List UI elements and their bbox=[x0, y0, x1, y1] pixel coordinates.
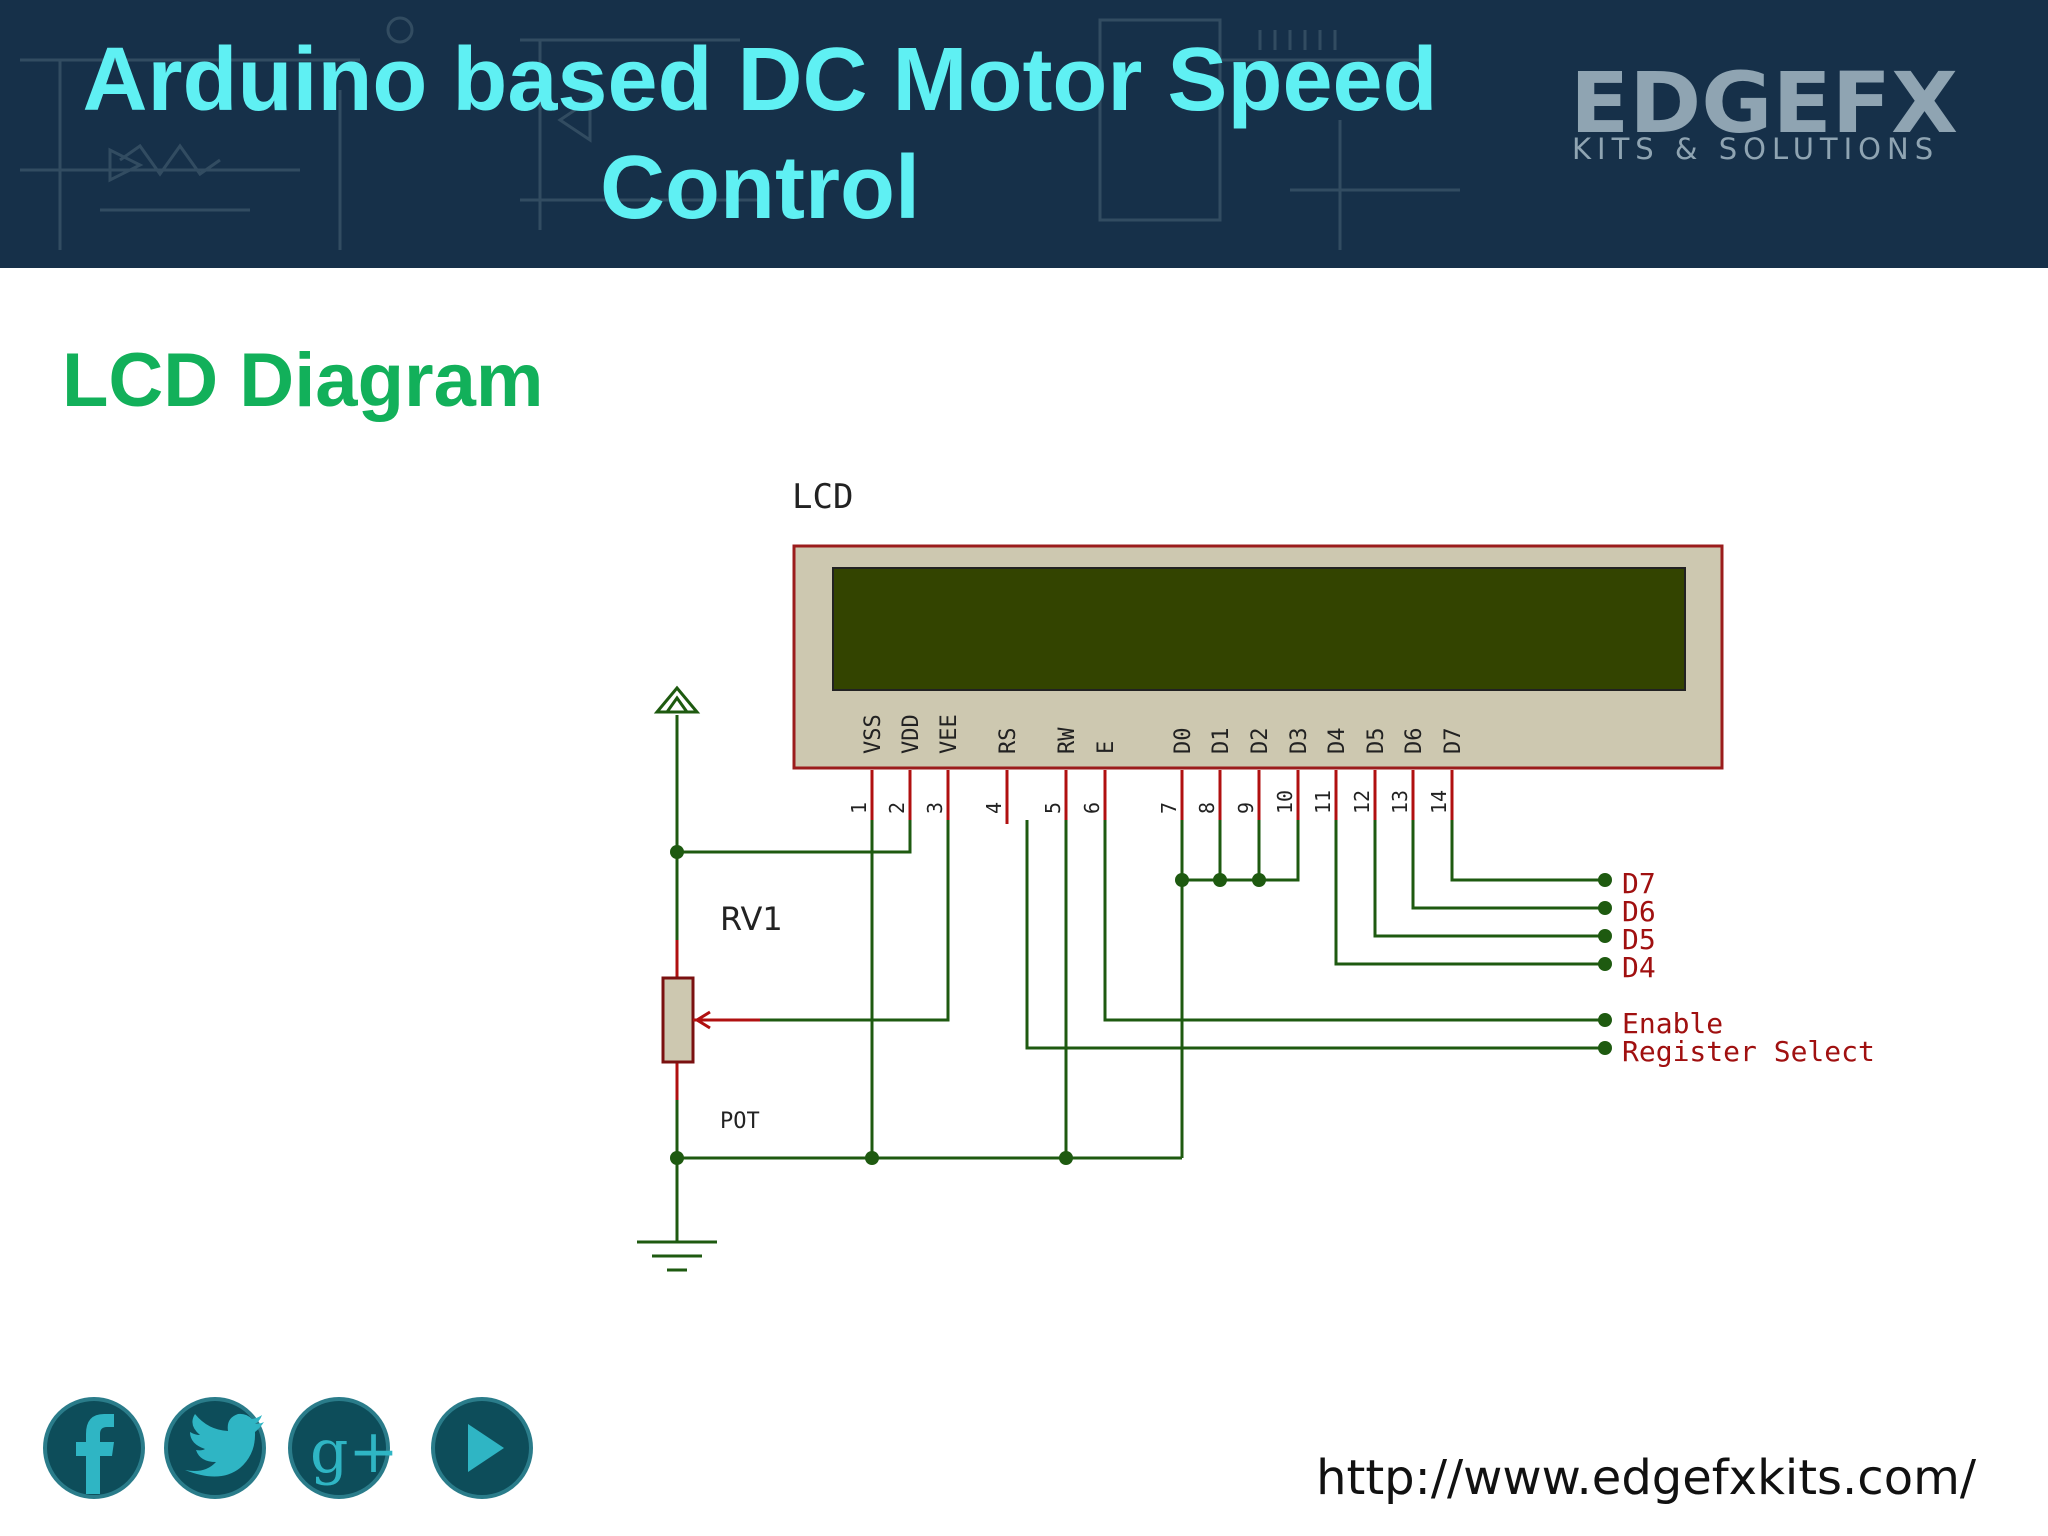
vcc-symbol bbox=[653, 685, 701, 714]
wire-d6 bbox=[1411, 820, 1605, 910]
pin-name-d7: D7 bbox=[1441, 728, 1466, 755]
title-line-1: Arduino based DC Motor Speed bbox=[82, 30, 1438, 130]
wire-d4 bbox=[1334, 820, 1605, 966]
header-banner: Arduino based DC Motor Speed Control EDG… bbox=[0, 0, 2048, 268]
lcd-screen bbox=[832, 567, 1686, 691]
wire-d7 bbox=[1450, 820, 1605, 882]
wires bbox=[675, 715, 1605, 1240]
twitter-icon[interactable] bbox=[164, 1397, 266, 1499]
page-title: Arduino based DC Motor Speed Control bbox=[40, 26, 1480, 242]
pin-name-d1: D1 bbox=[1209, 728, 1234, 755]
pin-name-e: E bbox=[1094, 741, 1119, 754]
wire-register-select bbox=[1025, 820, 1605, 1050]
pin-name-rw: RW bbox=[1055, 727, 1080, 754]
pin-number-9: 9 bbox=[1234, 802, 1258, 814]
pin-number-13: 13 bbox=[1388, 790, 1412, 814]
junctions bbox=[670, 845, 1612, 1165]
output-label-d6: D6 bbox=[1622, 895, 1656, 928]
potentiometer bbox=[661, 940, 760, 1100]
pin-number-11: 11 bbox=[1311, 790, 1335, 814]
pin-name-d0: D0 bbox=[1171, 728, 1196, 755]
logo-tagline: KITS & SOLUTIONS bbox=[1572, 132, 1940, 166]
output-label-register-select: Register Select bbox=[1622, 1035, 1875, 1068]
pin-number-1: 1 bbox=[847, 802, 871, 814]
output-label-enable: Enable bbox=[1622, 1007, 1723, 1040]
output-label-d4: D4 bbox=[1622, 951, 1656, 984]
pin-number-3: 3 bbox=[923, 802, 947, 814]
output-label-d5: D5 bbox=[1622, 923, 1656, 956]
wire-vdd bbox=[677, 820, 912, 854]
pin-number-7: 7 bbox=[1157, 802, 1181, 814]
youtube-play-icon[interactable] bbox=[431, 1397, 533, 1499]
pin-number-10: 10 bbox=[1273, 790, 1297, 814]
pot-type: POT bbox=[720, 1109, 760, 1134]
pin-name-d5: D5 bbox=[1364, 728, 1389, 755]
pin-number-12: 12 bbox=[1350, 790, 1374, 814]
wire-d5 bbox=[1373, 820, 1605, 938]
output-label-d7: D7 bbox=[1622, 867, 1656, 900]
edgefx-logo: EDGEFX bbox=[1570, 62, 1958, 142]
pot-name: RV1 bbox=[720, 900, 783, 938]
footer-url[interactable]: http://www.edgefxkits.com/ bbox=[1316, 1450, 1976, 1506]
wire-enable bbox=[1103, 820, 1605, 1022]
pin-name-vss: VSS bbox=[861, 714, 886, 754]
section-heading: LCD Diagram bbox=[62, 338, 544, 423]
wire-vee bbox=[720, 820, 950, 1022]
pin-number-5: 5 bbox=[1041, 802, 1065, 814]
logo-text: EDGEFX bbox=[1570, 62, 1958, 142]
lcd-label: LCD bbox=[792, 477, 853, 517]
pin-name-d6: D6 bbox=[1402, 728, 1427, 755]
pin-number-14: 14 bbox=[1427, 790, 1451, 814]
pin-name-rs: RS bbox=[996, 728, 1021, 755]
circuit-background bbox=[20, 16, 1460, 250]
facebook-icon[interactable] bbox=[43, 1397, 145, 1499]
pin-number-2: 2 bbox=[885, 802, 909, 814]
ground-symbol bbox=[637, 1158, 717, 1272]
pin-name-vee: VEE bbox=[937, 714, 962, 754]
pin-name-d4: D4 bbox=[1325, 728, 1350, 755]
google-plus-icon[interactable]: g+ bbox=[288, 1397, 399, 1499]
social-icons: g+ bbox=[43, 1397, 533, 1499]
pin-number-4: 4 bbox=[982, 802, 1006, 814]
pin-name-d3: D3 bbox=[1287, 728, 1312, 755]
google-plus-text: g+ bbox=[310, 1417, 399, 1487]
pin-name-d2: D2 bbox=[1248, 728, 1273, 755]
pin-number-8: 8 bbox=[1195, 802, 1219, 814]
title-line-2: Control bbox=[600, 138, 920, 238]
wire-d0-d3-tie bbox=[1182, 820, 1300, 882]
pin-name-vdd: VDD bbox=[899, 714, 924, 754]
pin-number-6: 6 bbox=[1080, 802, 1104, 814]
